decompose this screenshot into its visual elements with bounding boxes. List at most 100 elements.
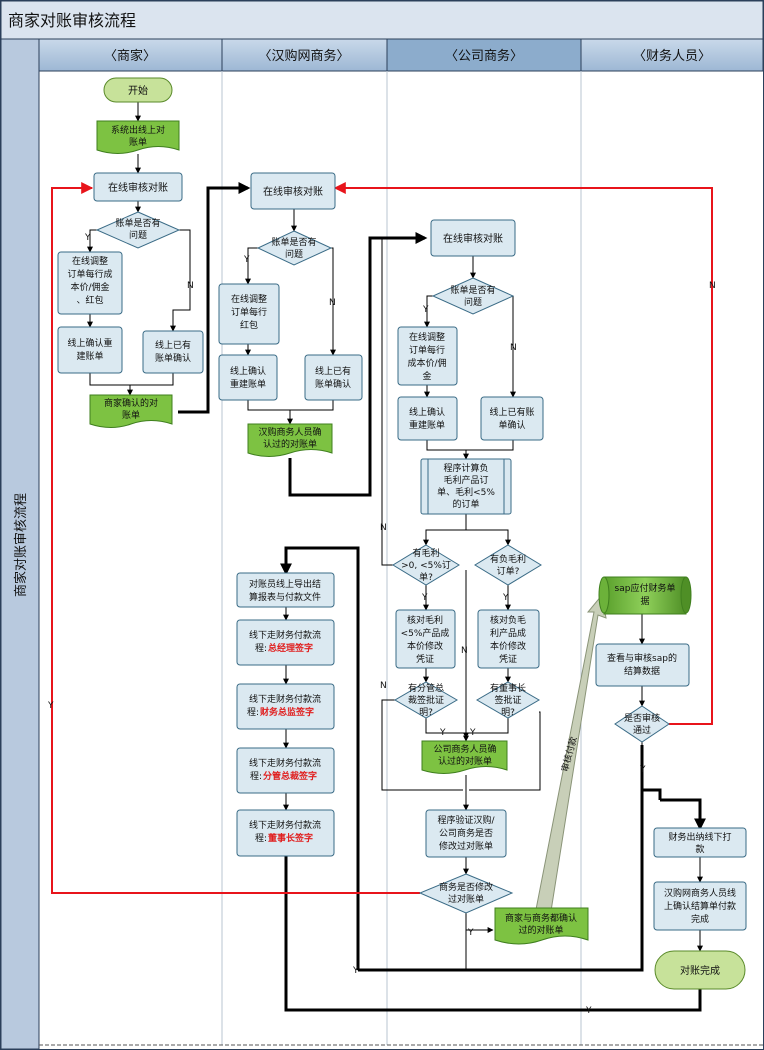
merchant-issue-text: 账单是否有 问题 xyxy=(115,217,160,241)
svg-text:Y: Y xyxy=(469,728,476,738)
merchant-confirm-box xyxy=(142,330,204,374)
hangou-payment-confirm-text: 汉购网商务人员线 上确认结算单付款 完成 xyxy=(664,887,736,925)
svg-text:>0, <5%订: >0, <5%订 xyxy=(401,560,451,571)
company-adjust-box xyxy=(397,326,458,386)
finance-pay-box xyxy=(653,827,747,858)
lane-label-merchant: 〈商家〉 xyxy=(104,48,156,64)
svg-text:商家与商务都确认: 商家与商务都确认 xyxy=(505,912,577,924)
side-label: 商家对账审核流程 xyxy=(13,493,29,597)
svg-text:Y: Y xyxy=(422,305,429,315)
company-confirm-box xyxy=(480,396,544,441)
merchant-review-box xyxy=(93,172,183,202)
svg-text:订单每行: 订单每行 xyxy=(409,344,445,356)
svg-text:Y: Y xyxy=(439,728,446,738)
svg-text:程:: 程: xyxy=(255,643,267,654)
company-issue-decision xyxy=(431,277,515,315)
hangou-adjust-text: 在线调整 订单每行 红包 xyxy=(231,293,267,331)
svg-text:核对负毛: 核对负毛 xyxy=(490,614,526,626)
finance-approval-text: 是否审核 通过 xyxy=(624,712,660,736)
company-review-box xyxy=(430,219,516,257)
merchant-confirm-text: 线上已有 账单确认 xyxy=(155,339,191,364)
svg-text:N: N xyxy=(461,646,468,656)
svg-text:在线调整: 在线调整 xyxy=(409,331,445,343)
svg-text:Y: Y xyxy=(84,233,91,243)
svg-text:金: 金 xyxy=(422,370,431,382)
both-confirmed-text: 商家与商务都确认 过的对账单 xyxy=(505,912,577,936)
svg-text:凭证: 凭证 xyxy=(416,653,434,665)
svg-text:裁签批证: 裁签批证 xyxy=(408,694,444,706)
title-bar xyxy=(0,0,764,40)
company-adjust-text: 在线调整 订单每行 成本价/佣 金 xyxy=(407,331,446,382)
svg-text:重建账单: 重建账单 xyxy=(230,378,266,390)
merchant-issue-decision xyxy=(95,211,181,249)
hangou-sign1-box xyxy=(236,619,335,666)
hangou-confirmed-doc xyxy=(247,423,333,457)
svg-text:公司商务是否: 公司商务是否 xyxy=(439,827,493,839)
svg-text:N: N xyxy=(380,523,387,533)
company-negative-margin-text: 有负毛利 订单? xyxy=(490,553,526,577)
svg-text:结算数据: 结算数据 xyxy=(624,665,660,677)
svg-text:账单: 账单 xyxy=(129,136,147,148)
company-vp-approval-decision xyxy=(394,681,458,719)
svg-text:订单每行: 订单每行 xyxy=(231,306,267,318)
svg-text:上确认结算单付款: 上确认结算单付款 xyxy=(664,900,736,912)
svg-text:Y: Y xyxy=(421,593,428,603)
hangou-sign3-box xyxy=(236,747,335,794)
company-vp-approval-text: 有分管总 裁签批证 明? xyxy=(408,682,444,718)
svg-text:线上已有: 线上已有 xyxy=(155,339,191,351)
svg-text:总经理签字: 总经理签字 xyxy=(268,642,313,654)
side-label-bar xyxy=(0,38,40,1050)
svg-text:问题: 问题 xyxy=(129,229,147,241)
svg-text:签批证: 签批证 xyxy=(494,694,521,706)
end-node xyxy=(654,950,746,990)
svg-text:财务出纳线下打: 财务出纳线下打 xyxy=(668,831,731,843)
svg-text:本价/佣金: 本价/佣金 xyxy=(70,281,109,293)
company-confirmed-doc xyxy=(421,740,508,774)
svg-text:重建账单: 重建账单 xyxy=(409,419,445,431)
company-verify-low-text: 核对毛利 <5%产品成 本价修改 凭证 xyxy=(401,614,450,665)
svg-text:财务总监签字: 财务总监签字 xyxy=(259,706,314,718)
svg-text:账单是否有: 账单是否有 xyxy=(271,236,316,248)
hangou-sign1-text: 线下走财务付款流 程: 总经理签字 xyxy=(249,629,321,654)
svg-text:线上确认: 线上确认 xyxy=(409,406,445,418)
hangou-payment-confirm-box xyxy=(653,881,747,931)
svg-text:账单是否有: 账单是否有 xyxy=(115,217,160,229)
svg-text:认过的对账单: 认过的对账单 xyxy=(438,755,492,767)
finance-approval-decision xyxy=(614,705,670,743)
svg-text:分管总裁签字: 分管总裁签字 xyxy=(263,770,317,782)
start-node xyxy=(103,77,173,103)
svg-text:Y: Y xyxy=(585,1006,592,1016)
svg-text:程序验证汉购/: 程序验证汉购/ xyxy=(437,814,495,826)
svg-text:有毛利: 有毛利 xyxy=(412,547,439,559)
hangou-review-label: 在线审核对账 xyxy=(263,185,323,198)
company-calc-text: 程序计算负 毛利产品订 单、毛利<5% 的订单 xyxy=(437,462,495,510)
svg-text:核对毛利: 核对毛利 xyxy=(407,614,443,626)
company-low-margin-text: 有毛利 >0, <5%订 单? xyxy=(401,547,451,583)
company-low-margin-decision xyxy=(392,544,460,586)
svg-text:线下走财务付款流: 线下走财务付款流 xyxy=(249,693,321,705)
both-confirmed-doc xyxy=(494,907,589,945)
svg-text:完成: 完成 xyxy=(691,913,709,925)
company-modified-decision xyxy=(418,873,514,914)
company-verify-low-box xyxy=(395,609,456,669)
finance-check-sap-text: 查看与审核sap的 结算数据 xyxy=(607,652,677,677)
edge-labels: Y N Y N Y N N Y Y N N Y Y N Y Y Y Y Y xyxy=(47,233,716,1016)
svg-text:有董事长: 有董事长 xyxy=(490,682,526,694)
svg-text:公司商务人员确: 公司商务人员确 xyxy=(433,743,496,755)
svg-text:账单是否有: 账单是否有 xyxy=(450,284,495,296)
svg-text:线下走财务付款流: 线下走财务付款流 xyxy=(249,629,321,641)
svg-text:明?: 明? xyxy=(501,707,515,718)
svg-text:N: N xyxy=(510,343,517,353)
system-statement-doc xyxy=(96,120,180,154)
svg-text:线下走财务付款流: 线下走财务付款流 xyxy=(249,757,321,769)
svg-text:程:: 程: xyxy=(255,833,267,844)
hangou-issue-text: 账单是否有 问题 xyxy=(271,236,316,260)
lane-header-finance xyxy=(580,38,764,72)
merchant-rebuild-box xyxy=(57,326,123,374)
svg-text:成本价/佣: 成本价/佣 xyxy=(407,357,446,369)
hangou-sign2-box xyxy=(236,683,335,730)
svg-text:程:: 程: xyxy=(250,771,262,782)
end-label: 对账完成 xyxy=(680,964,720,977)
svg-text:单确认: 单确认 xyxy=(498,419,525,431)
company-confirmed-text: 公司商务人员确 认过的对账单 xyxy=(433,743,496,767)
